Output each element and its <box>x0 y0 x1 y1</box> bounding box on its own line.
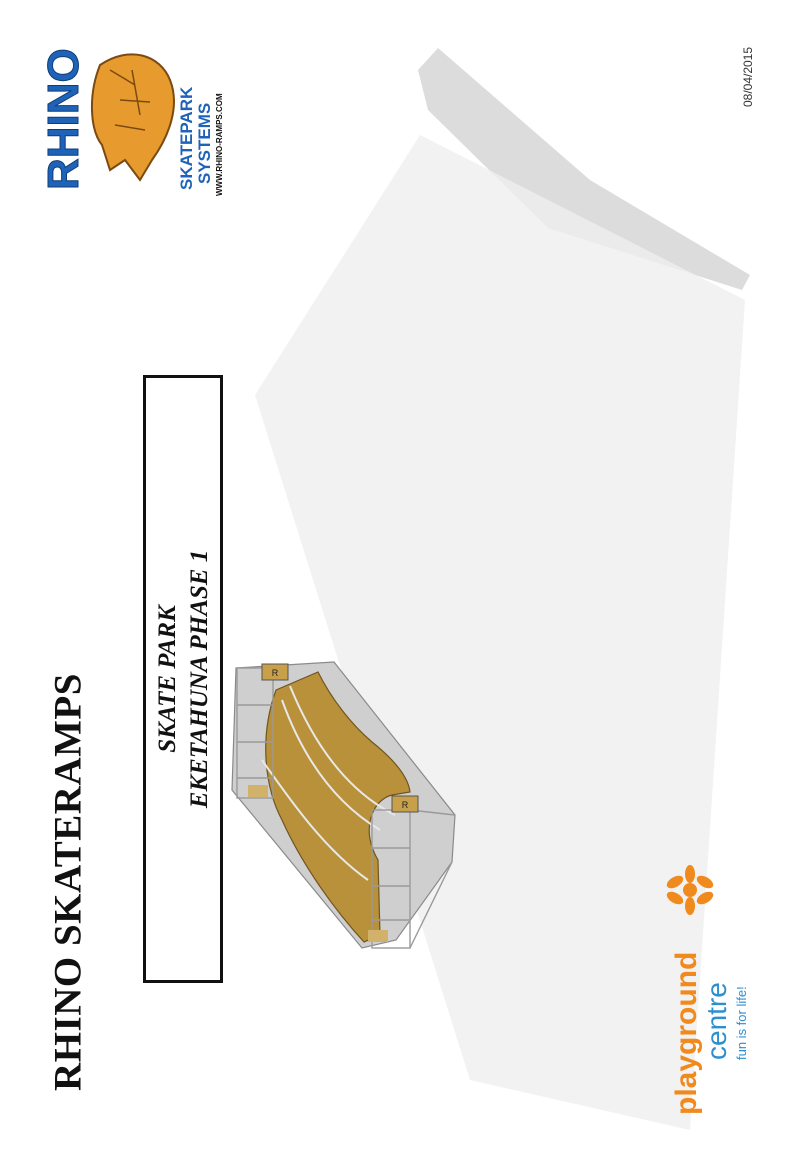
title-box <box>143 375 223 983</box>
title-box-line1: SKATE PARK <box>154 605 181 753</box>
playground-word: playground <box>670 952 703 1115</box>
flower-icon <box>666 865 714 915</box>
playground-centre-logo: playground centre fun is for life! <box>666 865 749 1115</box>
rhino-url-text: WWW.RHINO-RAMPS.COM <box>215 93 224 196</box>
rhino-line2-text: SYSTEMS <box>195 103 214 184</box>
centre-word: centre <box>701 982 732 1060</box>
playground-tagline: fun is for life! <box>734 986 749 1060</box>
svg-text:R: R <box>272 668 279 678</box>
title-box-line2: EKETAHUNA PHASE 1 <box>186 549 213 809</box>
document-title: RHINO SKATERAMPS <box>46 673 90 1091</box>
concrete-path <box>418 48 750 290</box>
rhino-brand-text: RHINO <box>40 48 88 190</box>
mini-ramp: R R <box>231 661 456 949</box>
document-date: 08/04/2015 <box>741 46 755 108</box>
rhino-line1-text: SKATEPARK <box>177 86 196 190</box>
rhino-skatepark-logo: RHINO SKATEPARK SYSTEMS WWW.RHINO-RAMPS.… <box>40 48 224 196</box>
svg-text:R: R <box>402 800 409 810</box>
concrete-slab <box>255 135 745 1130</box>
rhino-icon <box>91 53 175 182</box>
